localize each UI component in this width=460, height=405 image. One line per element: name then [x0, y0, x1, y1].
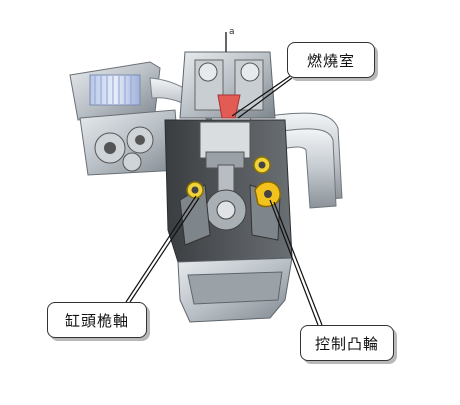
gear-cluster: [79, 109, 181, 176]
leader-lines: [125, 71, 323, 326]
cam-marker: [253, 156, 281, 208]
combustion-chamber-label: 燃燒室: [306, 51, 355, 70]
crankshaft-marker: [186, 181, 204, 199]
engine-block: [164, 119, 293, 263]
oil-sump: [177, 257, 293, 323]
control-cam-callout: 控制凸輪: [300, 325, 394, 361]
control-cam-label: 控制凸輪: [314, 334, 379, 353]
combustion-chamber-callout: 燃燒室: [287, 42, 375, 78]
crankshaft-callout: 缸頭桅軸: [47, 302, 147, 338]
top-mark: a: [229, 27, 235, 37]
cylinder-head: [179, 32, 276, 119]
crankshaft-label: 缸頭桅軸: [64, 311, 129, 330]
